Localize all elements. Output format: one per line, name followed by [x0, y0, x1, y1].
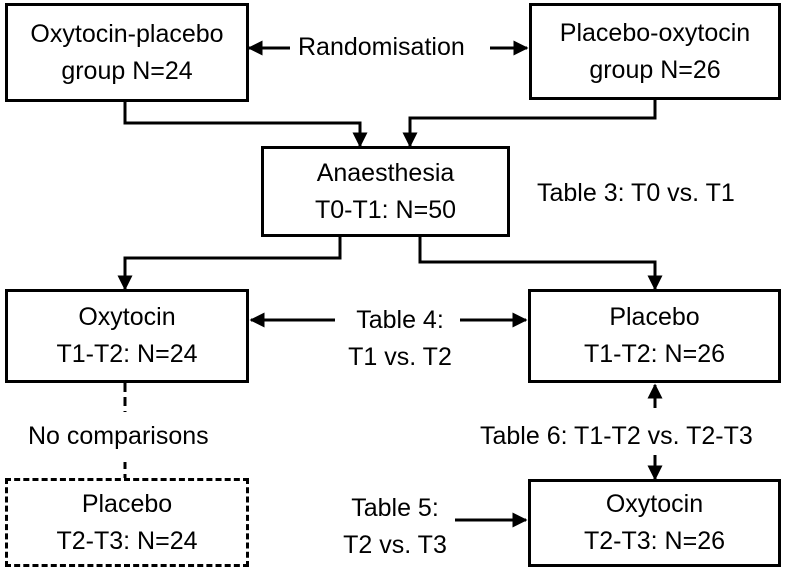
anaesthesia-to-oxytocin-arrow	[117, 237, 342, 291]
box-line1: Placebo	[81, 489, 173, 518]
no-comparisons-label: No comparisons	[28, 422, 209, 450]
box-line2: T1-T2: N=26	[583, 340, 726, 368]
box-line2: T0-T1: N=50	[314, 195, 457, 224]
box-line1: Placebo-oxytocin	[559, 18, 751, 47]
box-line1: Anaesthesia	[316, 158, 455, 187]
anaesthesia-to-placebo-arrow	[418, 237, 663, 291]
table5-line2: T2 vs. T3	[343, 531, 447, 559]
table5-line1: Table 5:	[351, 494, 439, 522]
box-line2: T1-T2: N=24	[56, 340, 198, 368]
oxytocin-placebo-group-box: Oxytocin-placebo group N=24	[5, 3, 249, 102]
placebo-oxytocin-to-anaesthesia-arrow	[402, 100, 657, 148]
table3-label: Table 3: T0 vs. T1	[537, 179, 735, 207]
table4-line2: T1 vs. T2	[348, 343, 452, 371]
box-line1: Oxytocin-placebo	[30, 19, 224, 48]
placebo-t2t3-box: Placebo T2-T3: N=24	[5, 478, 249, 567]
oxytocin-t2t3-box: Oxytocin T2-T3: N=26	[528, 479, 781, 567]
table4-line1: Table 4:	[356, 306, 444, 334]
placebo-t1t2-box: Placebo T1-T2: N=26	[528, 289, 781, 383]
box-line1: Oxytocin	[605, 490, 704, 518]
box-line2: group N=26	[589, 55, 721, 84]
box-line2: T2-T3: N=24	[56, 526, 198, 555]
placebo-oxytocin-group-box: Placebo-oxytocin group N=26	[529, 3, 781, 100]
box-line1: Oxytocin	[78, 303, 176, 331]
oxytocin-placebo-to-anaesthesia-arrow	[123, 102, 368, 148]
box-line2: group N=24	[61, 56, 193, 85]
box-line1: Placebo	[609, 303, 700, 331]
table4-label: Table 4: T1 vs. T2	[335, 302, 465, 376]
box-line2: T2-T3: N=26	[583, 527, 726, 555]
table5-label: Table 5: T2 vs. T3	[330, 490, 460, 564]
table6-label: Table 6: T1-T2 vs. T2-T3	[480, 422, 753, 450]
randomisation-label: Randomisation	[298, 33, 465, 61]
oxytocin-t1t2-box: Oxytocin T1-T2: N=24	[5, 289, 249, 383]
anaesthesia-box: Anaesthesia T0-T1: N=50	[261, 146, 510, 237]
